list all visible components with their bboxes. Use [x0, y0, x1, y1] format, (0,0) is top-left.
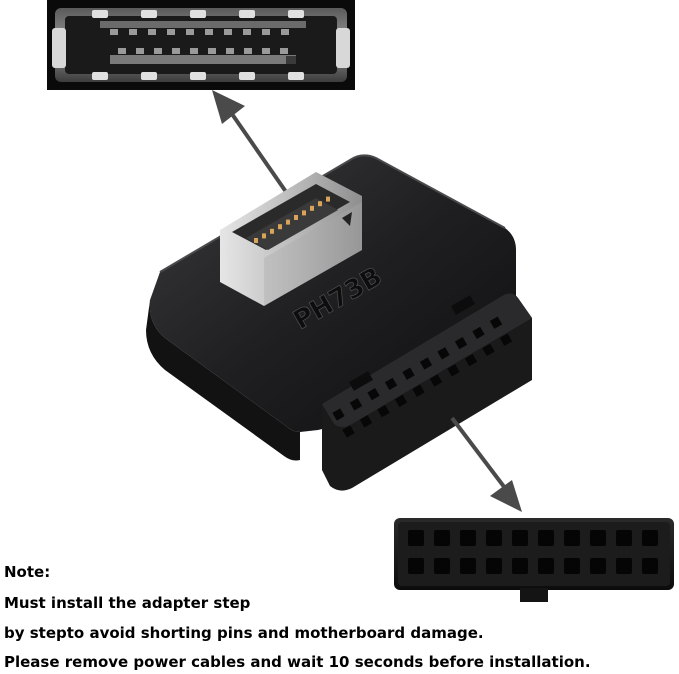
closeup-contacts-top — [92, 10, 304, 35]
socket-hole — [454, 336, 468, 350]
socket-hole — [332, 408, 345, 421]
closeup-hole — [564, 530, 580, 546]
port-contact — [286, 219, 290, 225]
socket-hole — [377, 404, 390, 418]
closeup-hole — [590, 530, 606, 546]
closeup-contact — [136, 48, 144, 54]
closeup-contact — [129, 29, 137, 35]
closeup-contact — [148, 29, 156, 35]
closeup-hole — [434, 558, 450, 574]
note-heading: Note: — [4, 563, 51, 581]
closeup-contact — [186, 29, 194, 35]
closeup-hole — [512, 558, 528, 574]
closeup-contact — [118, 48, 126, 54]
port-contact — [294, 215, 298, 220]
closeup-contact — [239, 10, 255, 18]
closeup-contact — [288, 10, 304, 18]
closeup-contact — [262, 48, 270, 54]
closeup-contact — [226, 48, 234, 54]
socket-hole — [429, 374, 443, 387]
closeup-contact — [110, 29, 118, 35]
closeup-contact — [167, 29, 175, 35]
socket-hole — [412, 384, 425, 397]
socket-hole — [359, 415, 373, 428]
closeup-contact — [243, 29, 251, 35]
closeup-hole — [408, 558, 424, 574]
closeup-hole — [538, 530, 554, 546]
closeup-contact — [224, 29, 232, 35]
closeup-hole — [538, 558, 554, 574]
closeup-contact — [280, 48, 288, 54]
closeup-pin-holes — [408, 530, 658, 574]
socket-hole — [447, 364, 460, 377]
closeup-contact — [141, 10, 157, 18]
closeup-hole — [460, 558, 476, 574]
closeup-hole — [642, 558, 658, 574]
closeup-hole — [486, 558, 502, 574]
closeup-hole — [616, 558, 632, 574]
closeup-contact — [92, 72, 108, 80]
port-contact — [302, 210, 306, 216]
closeup-contacts-bottom — [92, 48, 304, 80]
closeup-hole — [564, 558, 580, 574]
closeup-contact — [190, 72, 206, 80]
closeup-contact — [92, 10, 108, 18]
closeup-hole — [590, 558, 606, 574]
closeup-contact — [244, 48, 252, 54]
arrow-to-socket-closeup — [450, 416, 522, 512]
port-closeup — [47, 0, 355, 90]
type-e-port — [220, 172, 362, 306]
port-contact-pins — [254, 196, 330, 243]
port-contact — [318, 201, 322, 207]
closeup-hole — [408, 530, 424, 546]
closeup-hole — [642, 530, 658, 546]
port-contact — [310, 205, 314, 211]
socket-closeup — [394, 518, 674, 602]
socket-hole — [419, 357, 433, 370]
closeup-contact — [288, 72, 304, 80]
socket-hole — [464, 353, 478, 367]
socket-hole — [394, 394, 408, 408]
closeup-hole — [460, 530, 476, 546]
socket-hole — [349, 398, 363, 411]
closeup-hole — [434, 530, 450, 546]
port-contact — [278, 224, 282, 230]
socket-hole — [499, 333, 513, 346]
closeup-hole — [512, 530, 528, 546]
closeup-contact — [172, 48, 180, 54]
port-contact — [270, 228, 274, 234]
note-line: by stepto avoid shorting pins and mother… — [4, 624, 484, 642]
closeup-contact — [262, 29, 270, 35]
socket-hole — [472, 326, 485, 340]
socket-hole — [402, 367, 415, 380]
socket-hole — [384, 377, 398, 391]
closeup-hole — [486, 530, 502, 546]
closeup-contact — [154, 48, 162, 54]
closeup-contact — [281, 29, 289, 35]
adapter-body: PH73B — [146, 154, 532, 491]
closeup-contact — [205, 29, 213, 35]
closeup-hole — [616, 530, 632, 546]
port-contact — [262, 233, 266, 239]
usb-header-socket — [322, 293, 532, 491]
port-contact — [254, 238, 258, 243]
closeup-contact — [239, 72, 255, 80]
socket-hole — [437, 347, 450, 360]
note-line: Please remove power cables and wait 10 s… — [4, 653, 591, 671]
socket-hole — [482, 343, 495, 357]
socket-hole — [489, 316, 503, 329]
note-line: Must install the adapter step — [4, 594, 251, 612]
closeup-contact — [208, 48, 216, 54]
closeup-contact — [190, 48, 198, 54]
closeup-contact — [190, 10, 206, 18]
socket-pin-holes — [332, 316, 513, 438]
closeup-contact — [141, 72, 157, 80]
port-contact — [326, 196, 330, 202]
socket-hole — [367, 387, 380, 401]
socket-hole — [342, 425, 355, 438]
